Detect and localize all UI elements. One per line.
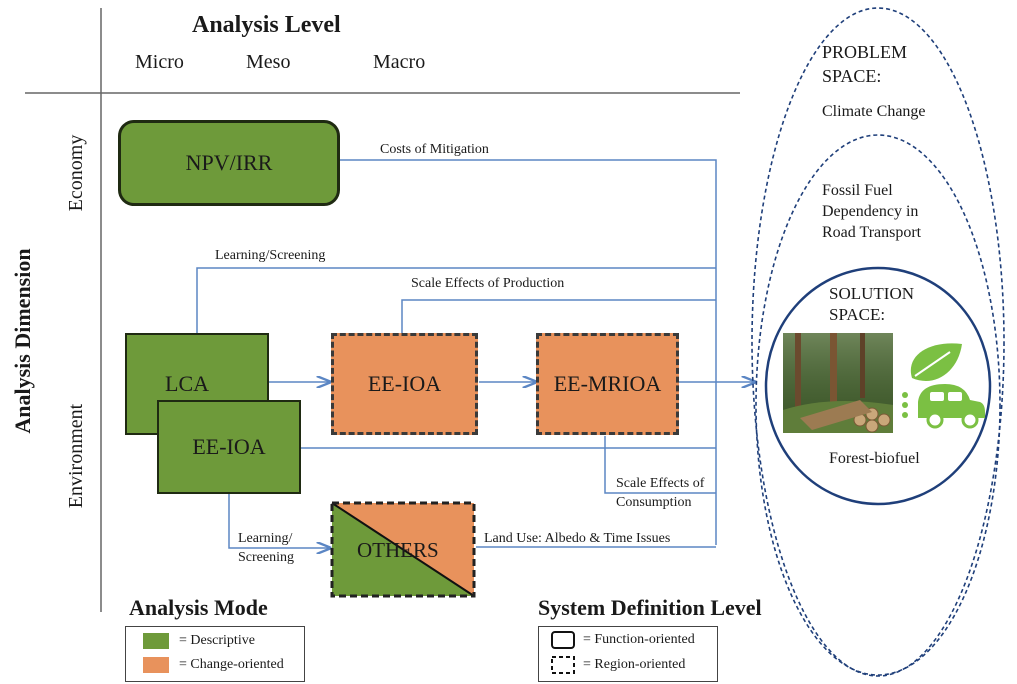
costs-of-mitigation-label: Costs of Mitigation <box>380 142 489 157</box>
learning-screening-top-label: Learning/Screening <box>215 248 326 263</box>
descriptive-swatch <box>143 633 169 649</box>
learning-screening-bottom-label-1: Learning/ <box>238 531 293 546</box>
ee-ioa-orange-box: EE-IOA <box>331 333 478 435</box>
problem-space-title-2: SPACE: <box>822 66 882 86</box>
ee-mrioa-label: EE-MRIOA <box>553 371 662 396</box>
solution-space-title-2: SPACE: <box>829 305 886 324</box>
solution-space-ellipse <box>764 266 992 506</box>
ee-mrioa-box: EE-MRIOA <box>536 333 679 435</box>
learning-screening-bottom-label-2: Screening <box>238 550 294 565</box>
ee-ioa-green-box: EE-IOA <box>157 400 301 494</box>
forest-image <box>783 333 893 433</box>
fossil-fuel-label-3: Road Transport <box>822 224 922 241</box>
lca-label: LCA <box>165 371 209 396</box>
others-label: OTHERS <box>357 538 439 562</box>
change-oriented-swatch <box>143 657 169 673</box>
problem-space-title-1: PROBLEM <box>822 42 908 62</box>
forest-biofuel-label: Forest-biofuel <box>829 450 920 467</box>
level-meso: Meso <box>246 51 291 73</box>
land-use-label: Land Use: Albedo & Time Issues <box>484 531 671 546</box>
green-car-leaf-icon <box>902 343 985 429</box>
scale-consumption-label-2: Consumption <box>616 495 692 510</box>
legend-change-oriented: = Change-oriented <box>143 657 284 673</box>
scale-production-label: Scale Effects of Production <box>411 276 565 291</box>
dimension-environment: Environment <box>65 403 87 509</box>
system-definition-title: System Definition Level <box>538 595 762 620</box>
legend-descriptive-label: = Descriptive <box>179 633 255 648</box>
legend-descriptive: = Descriptive <box>143 633 255 649</box>
edge-learning-screening-bottom <box>228 494 330 548</box>
npv-irr-label: NPV/IRR <box>185 150 273 175</box>
edge-scale-production <box>401 299 716 333</box>
climate-change-label: Climate Change <box>822 103 926 120</box>
function-oriented-icon <box>551 631 575 649</box>
fossil-fuel-label-1: Fossil Fuel <box>822 182 893 199</box>
level-macro: Macro <box>373 51 426 73</box>
analysis-mode-title: Analysis Mode <box>129 595 268 620</box>
analysis-dimension-title: Analysis Dimension <box>10 248 35 434</box>
edge-costs-of-mitigation <box>340 159 717 545</box>
legend-region-oriented-label: = Region-oriented <box>583 657 686 672</box>
ee-ioa-green-label: EE-IOA <box>192 434 266 459</box>
dimension-economy: Economy <box>65 134 87 212</box>
fossil-fuel-label-2: Dependency in <box>822 203 919 220</box>
scale-consumption-label-1: Scale Effects of <box>616 476 705 491</box>
edge-learning-screening-top <box>196 267 716 333</box>
legend-change-oriented-label: = Change-oriented <box>179 657 284 672</box>
npv-irr-box: NPV/IRR <box>118 120 340 206</box>
edge-scale-consumption <box>604 436 716 494</box>
analysis-level-title: Analysis Level <box>192 12 341 38</box>
legend-function-oriented-label: = Function-oriented <box>583 632 695 647</box>
system-definition-legend <box>538 626 718 682</box>
solution-space-title-1: SOLUTION <box>829 284 914 303</box>
region-oriented-icon <box>551 656 575 674</box>
level-micro: Micro <box>135 51 184 73</box>
problem-space-ellipse <box>751 7 1005 677</box>
fossil-fuel-ellipse <box>755 134 1001 676</box>
others-box-fill <box>330 501 476 598</box>
ee-ioa-orange-label: EE-IOA <box>367 371 442 396</box>
